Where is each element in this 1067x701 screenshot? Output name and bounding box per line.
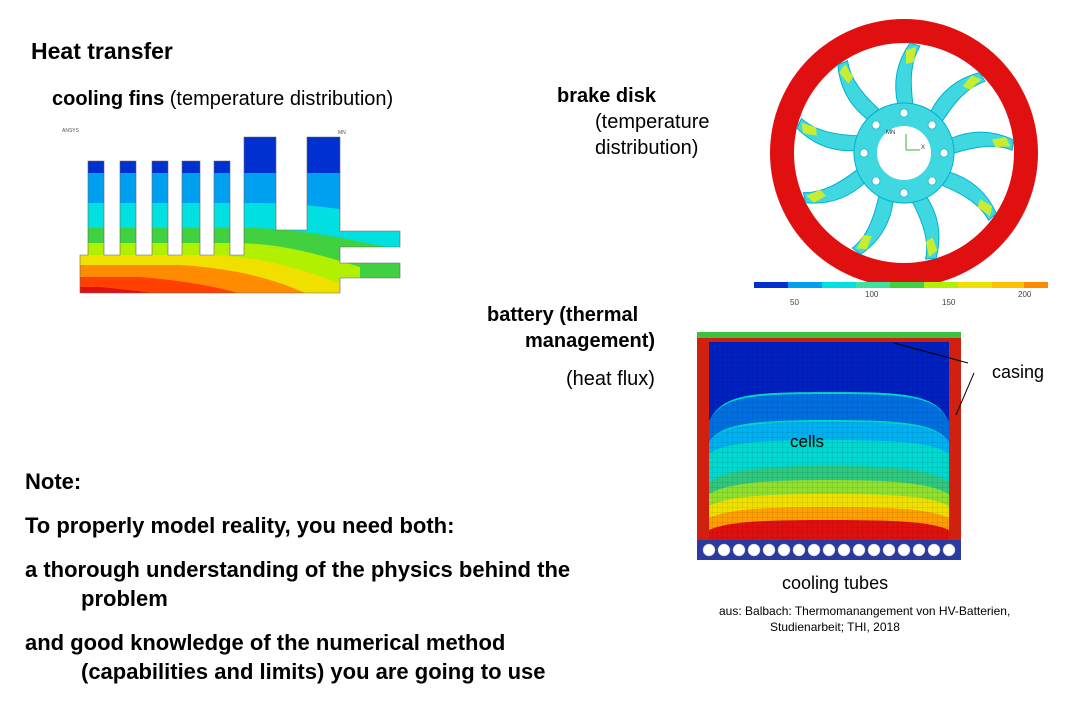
note-line-3b: (capabilities and limits) you are going … bbox=[81, 659, 546, 684]
source-citation: aus: Balbach: Thermomanangement von HV-B… bbox=[719, 603, 1010, 635]
brake-disk-detail-1: (temperature bbox=[595, 111, 710, 133]
svg-text:MN: MN bbox=[338, 130, 346, 136]
cooling-fins-caption: cooling fins (temperature distribution) bbox=[52, 88, 393, 111]
brake-disk-plot: MX bbox=[750, 10, 1055, 315]
source-line-1: aus: Balbach: Thermomanangement von HV-B… bbox=[719, 604, 1011, 618]
cooling-fins-detail: (temperature distribution) bbox=[164, 88, 394, 110]
cut-off-heading bbox=[383, 0, 613, 6]
casing-leader-lines bbox=[880, 335, 980, 430]
scale-tick-50: 50 bbox=[790, 298, 799, 307]
scale-tick-100: 100 bbox=[865, 290, 879, 299]
note-heading: Note: bbox=[25, 469, 82, 494]
brake-disk-label: brake disk bbox=[557, 85, 656, 107]
brake-disk-detail-2: distribution) bbox=[595, 137, 699, 159]
note-line-3a: and good knowledge of the numerical meth… bbox=[25, 630, 506, 655]
scale-tick-150: 150 bbox=[942, 298, 956, 307]
battery-label-2: management) bbox=[525, 330, 656, 352]
cooling-fins-label: cooling fins bbox=[52, 88, 165, 110]
section-title: Heat transfer bbox=[31, 38, 173, 64]
casing-label: casing bbox=[992, 362, 1045, 382]
brake-disk-caption: brake disk (temperature distribution) bbox=[557, 83, 710, 161]
cooling-fins-plot: ANSYS MN bbox=[60, 125, 405, 305]
note-line-1: To properly model reality, you need both… bbox=[25, 513, 455, 538]
heat-flux-caption: (heat flux) bbox=[566, 368, 655, 390]
battery-caption: battery (thermal management) bbox=[487, 302, 655, 354]
svg-text:ANSYS: ANSYS bbox=[62, 128, 80, 134]
note-line-2: a thorough understanding of the physics … bbox=[25, 555, 570, 613]
svg-text:X: X bbox=[921, 145, 925, 151]
cells-label: cells bbox=[790, 432, 825, 451]
scale-tick-200: 200 bbox=[1018, 290, 1032, 299]
svg-text:MN: MN bbox=[886, 130, 895, 136]
note-block: Note: To properly model reality, you nee… bbox=[25, 467, 570, 701]
note-line-2a: a thorough understanding of the physics … bbox=[25, 557, 571, 582]
battery-label-1: battery (thermal bbox=[487, 304, 639, 326]
note-line-2b: problem bbox=[81, 586, 168, 611]
note-line-3: and good knowledge of the numerical meth… bbox=[25, 628, 570, 686]
cooling-tubes-label: cooling tubes bbox=[782, 573, 889, 593]
battery-plot bbox=[697, 332, 962, 567]
source-line-2: Studienarbeit; THI, 2018 bbox=[770, 620, 900, 634]
